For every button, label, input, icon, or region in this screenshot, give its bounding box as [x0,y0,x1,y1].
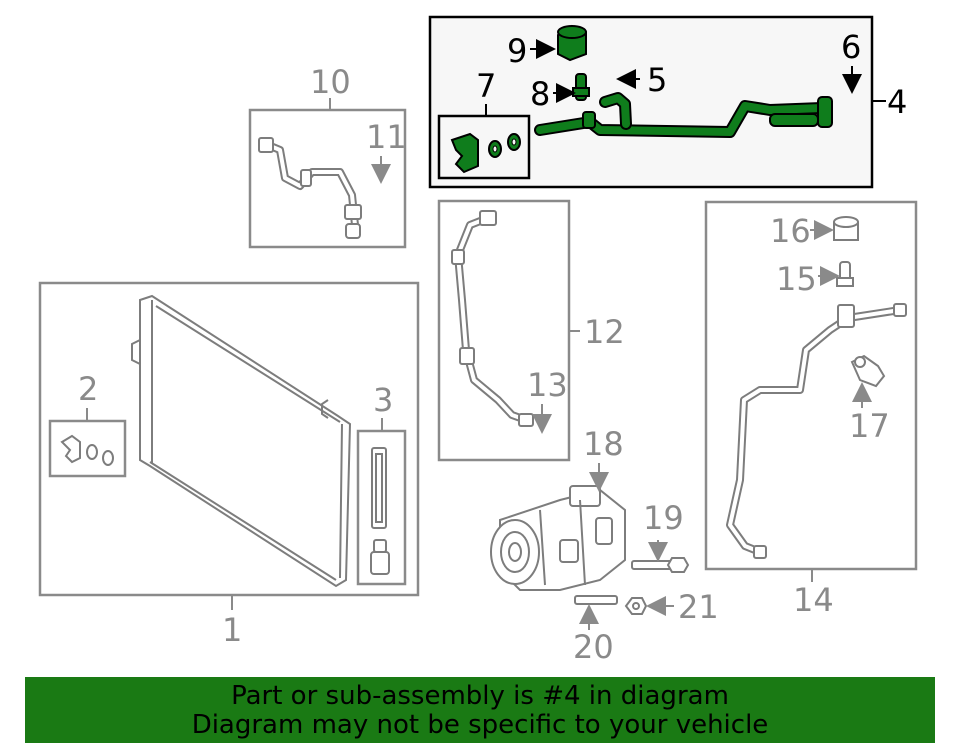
valve-core-15[interactable] [836,261,854,287]
suction-hose-11[interactable] [258,137,362,239]
callout-2: 2 [78,370,98,408]
discharge-hose-4[interactable] [534,92,833,138]
callout-20: 20 [573,628,614,666]
callout-17: 17 [849,407,890,445]
callout-19: 19 [643,499,684,537]
callout-4: 4 [887,83,907,121]
callout-1: 1 [222,611,242,649]
assembly-10-group[interactable]: 10 11 [248,63,407,249]
callout-10: 10 [310,63,351,101]
assembly-12-group[interactable]: 12 13 [437,199,625,462]
seal-kit-2[interactable] [60,434,114,466]
nut-21[interactable] [624,597,648,615]
seal-kit-7[interactable] [450,132,521,174]
assembly-1-group[interactable]: 1 2 3 [38,281,420,649]
condenser-1[interactable] [131,294,352,588]
callout-11: 11 [366,118,407,156]
pressure-switch-17[interactable] [850,354,886,388]
cap-9[interactable] [557,24,587,62]
banner-line-1: Part or sub-assembly is #4 in diagram [231,681,729,711]
callout-18: 18 [583,425,624,463]
bolt-19[interactable] [631,557,690,573]
callout-3: 3 [373,381,393,419]
callout-16: 16 [770,212,811,250]
drier-3[interactable] [370,447,390,575]
banner-line-2: Diagram may not be specific to your vehi… [191,710,769,740]
callout-12: 12 [584,313,625,351]
callout-8: 8 [530,75,550,113]
notice-banner: Part or sub-assembly is #4 in diagram Di… [25,677,935,743]
pressure-line-14[interactable] [726,303,907,559]
callout-9: 9 [507,32,527,70]
callout-7: 7 [476,67,496,105]
liquid-line-13[interactable] [451,210,534,427]
callout-5: 5 [647,61,667,99]
callout-13: 13 [527,366,568,404]
compressor-18[interactable] [490,485,626,591]
assembly-14-group[interactable]: 14 16 15 17 [704,200,918,619]
valve-core-8[interactable] [572,73,590,101]
callout-21: 21 [678,588,719,626]
assembly-4-group[interactable]: 4 7 8 [428,15,907,189]
callout-6: 6 [841,28,861,66]
cap-16[interactable] [833,216,859,241]
stud-20[interactable] [574,595,618,605]
callout-15: 15 [776,260,817,298]
callout-14: 14 [793,581,834,619]
